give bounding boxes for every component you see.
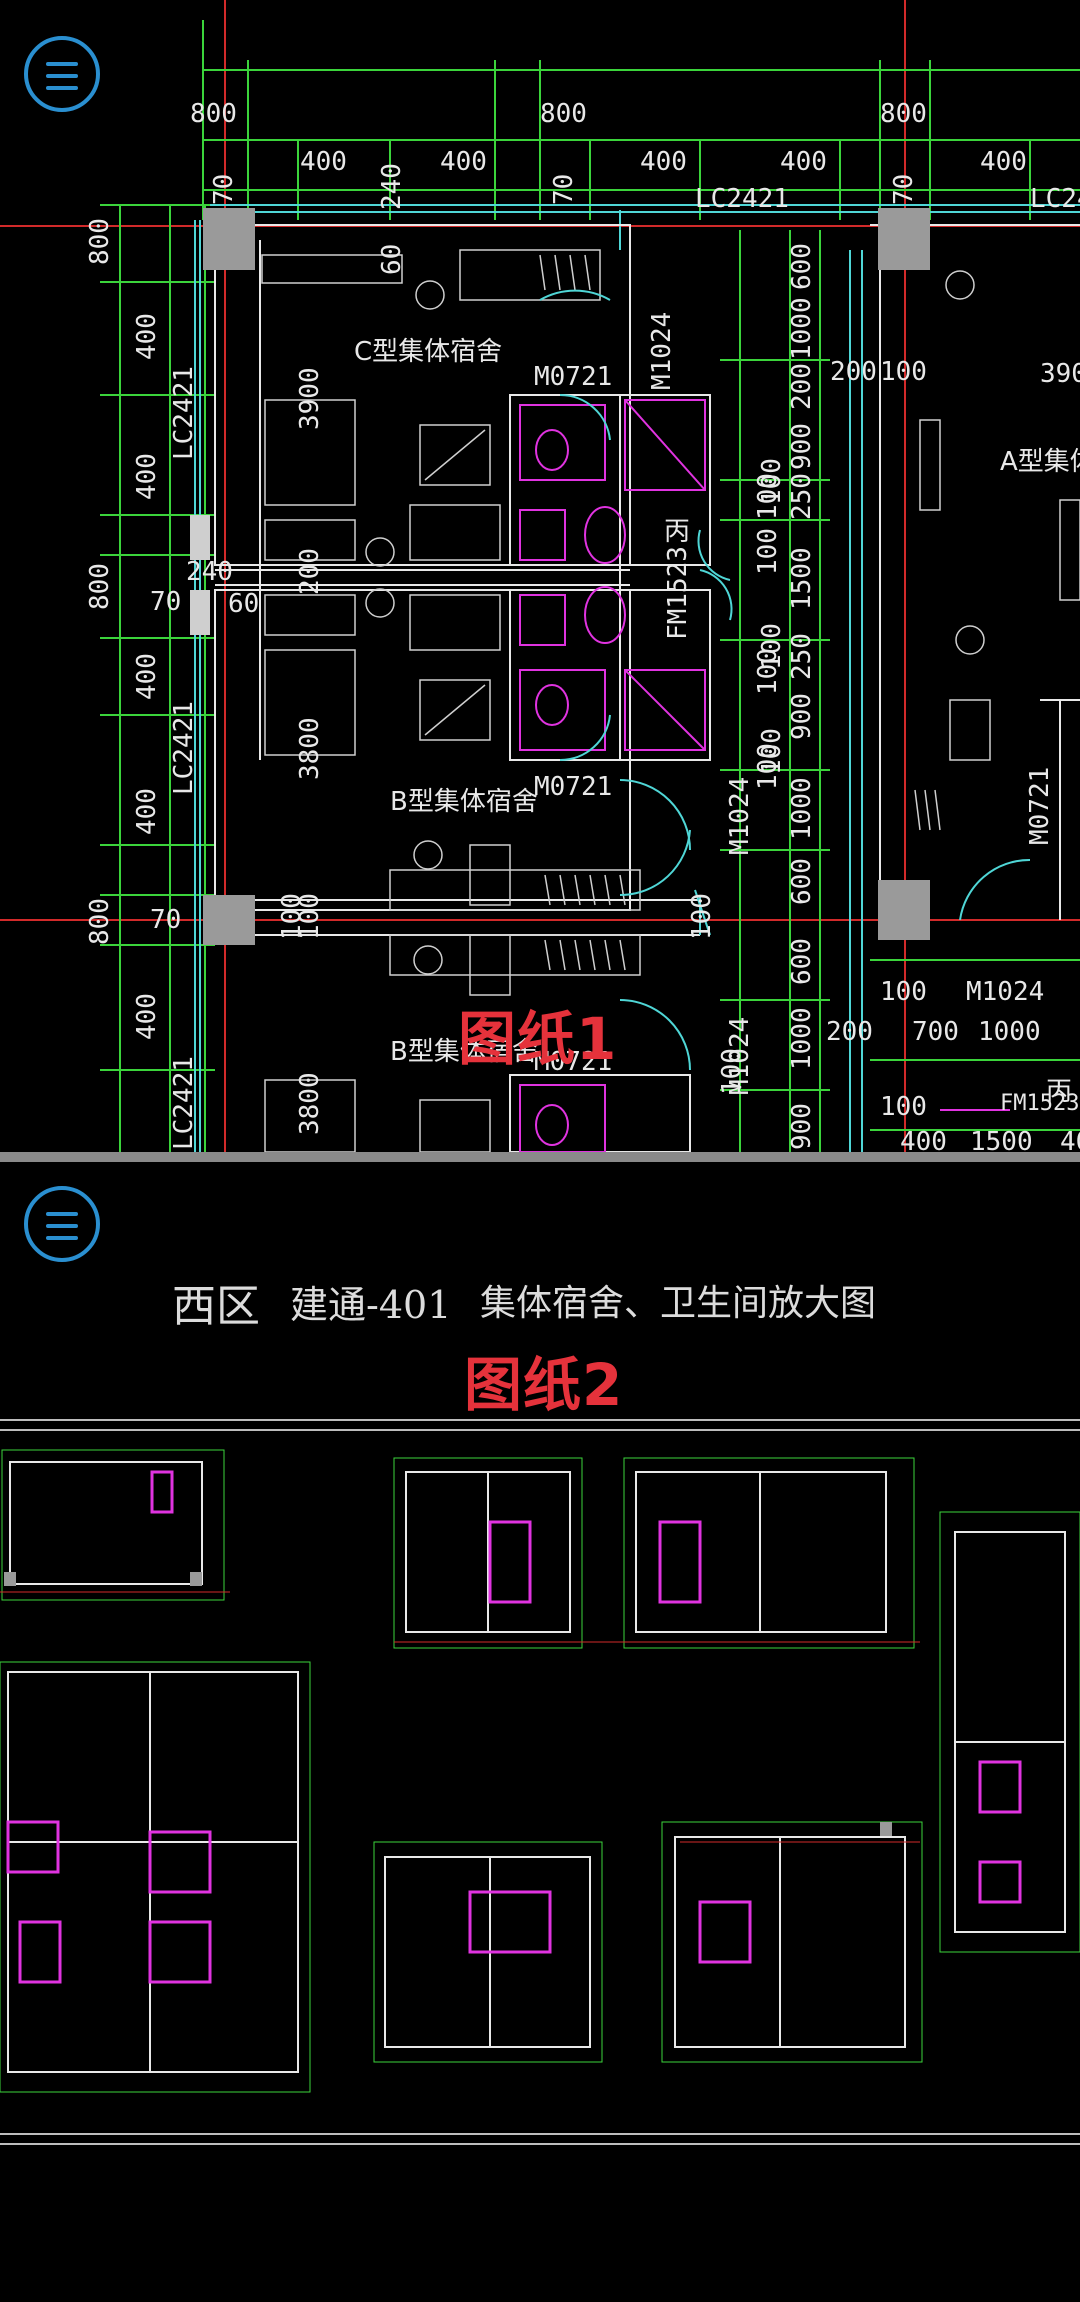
- dim-left-3: 400: [132, 453, 162, 500]
- room-label-a: A型集体: [1000, 447, 1080, 477]
- dim-second-1: 400: [300, 147, 347, 177]
- door-m1024-d: M1024: [966, 977, 1044, 1007]
- dim-small-5: 1000: [978, 1017, 1041, 1047]
- dim-right-8: 100: [757, 623, 787, 670]
- door-m1024-c: M1024: [725, 1017, 755, 1095]
- door-m0721-mid: M0721: [534, 772, 612, 802]
- dim-left-6: 400: [132, 788, 162, 835]
- dim-small-2: 100: [880, 357, 927, 387]
- dim-left-1: 800: [85, 218, 115, 265]
- door-lc2421-side-3: LC2421: [169, 1056, 199, 1150]
- cad-floor-plan: 800 800 800 400 400 400 400 400 LC2421 L…: [0, 0, 1080, 1152]
- dim-small-10: 40: [1060, 1127, 1080, 1152]
- watermark-drawing-1: 图纸1: [458, 1005, 618, 1073]
- dim-right-15: 1000: [787, 1007, 817, 1070]
- dim-left-7: 800: [85, 898, 115, 945]
- dim-small-8: 400: [900, 1127, 947, 1152]
- dim-wc-5: 100: [687, 893, 717, 940]
- dim-wc-1: 100: [753, 473, 783, 520]
- door-m0721-top: M0721: [534, 362, 612, 392]
- room-label-b2: B型集体宿舍: [390, 1037, 538, 1067]
- dim-left-5: 400: [132, 653, 162, 700]
- dim-right-7: 1500: [787, 547, 817, 610]
- door-m1024-a: M1024: [647, 312, 677, 390]
- dim-left-4: 800: [85, 563, 115, 610]
- dim-third-1: 70: [209, 174, 239, 205]
- door-m0721-right: M0721: [1025, 767, 1055, 845]
- drawing-panel-1[interactable]: 800 800 800 400 400 400 400 400 LC2421 L…: [0, 0, 1080, 1152]
- dim-room-4: 3800: [295, 717, 325, 780]
- drawing-panel-2[interactable]: 西区 建通-401 集体宿舍、卫生间放大图 图纸2: [0, 1162, 1080, 2302]
- dim-top-1: 800: [190, 99, 237, 129]
- panel-divider: [0, 1152, 1080, 1162]
- header-title: 集体宿舍、卫生间放大图: [480, 1283, 877, 1324]
- room-label-c: C型集体宿舍: [354, 337, 502, 367]
- dim-right-10: 900: [787, 693, 817, 740]
- dim-left-small-2: 70: [150, 587, 181, 617]
- dim-wc-4: 100: [753, 743, 783, 790]
- watermark-drawing-2: 图纸2: [464, 1351, 624, 1419]
- dim-room-390: 390: [1040, 359, 1080, 389]
- door-fm1523-b: FM1523: [1000, 1091, 1079, 1116]
- dim-small-4: 700: [912, 1017, 959, 1047]
- dim-right-11: 100: [757, 728, 787, 775]
- dim-room-6: 100: [295, 893, 325, 940]
- menu-button-2[interactable]: [24, 1186, 100, 1262]
- dim-third-3: 70: [549, 174, 579, 205]
- dim-left-2: 400: [132, 313, 162, 360]
- door-m1024-b: M1024: [725, 777, 755, 855]
- dim-room-7: 100: [277, 893, 307, 940]
- dim-top-2: 800: [540, 99, 587, 129]
- header-district: 西区: [172, 1281, 260, 1332]
- dim-second-5: 400: [980, 147, 1027, 177]
- dim-right-14: 600: [787, 938, 817, 985]
- cad-sheet-overview: [0, 1419, 1080, 2145]
- header-code: 建通-401: [290, 1283, 452, 1327]
- dim-wc-2: 100: [753, 528, 783, 575]
- room-label-b1: B型集体宿舍: [390, 787, 538, 817]
- dim-second-4: 400: [780, 147, 827, 177]
- dim-room-5: 3800: [295, 1072, 325, 1135]
- door-lc2421-side-1: LC2421: [169, 366, 199, 460]
- dim-right-5: 100: [757, 458, 787, 505]
- dim-right-17: 900: [787, 1103, 817, 1150]
- door-bing-2: 丙: [1046, 1077, 1072, 1107]
- dim-left-8: 400: [132, 993, 162, 1040]
- dim-right-3: 200: [787, 363, 817, 410]
- dim-left-small-4: 60: [228, 589, 259, 619]
- door-fm1523-a: FM1523: [663, 546, 693, 640]
- dim-room-2: 3900: [295, 367, 325, 430]
- dim-second-2: 400: [440, 147, 487, 177]
- dim-third-4: 70: [889, 174, 919, 205]
- dim-room-1: 60: [377, 244, 407, 275]
- door-bing-1: 丙: [664, 517, 690, 547]
- dim-right-12: 1000: [787, 777, 817, 840]
- dim-room-3: 200: [295, 548, 325, 595]
- dim-right-4: 900: [787, 423, 817, 470]
- dim-right-9: 250: [787, 633, 817, 680]
- dim-small-7: 100: [880, 1092, 927, 1122]
- dim-small-1: 200: [830, 357, 877, 387]
- door-lc2421-side-2: LC2421: [169, 701, 199, 795]
- dim-right-16: 100: [717, 1048, 747, 1095]
- dim-wc-3: 100: [753, 648, 783, 695]
- door-lc2421-top-right: LC24: [1030, 184, 1080, 214]
- door-m0721-bot: M0721: [534, 1047, 612, 1077]
- dim-right-6: 250: [787, 473, 817, 520]
- dim-small-6: 200: [826, 1017, 873, 1047]
- dim-right-2: 1000: [787, 297, 817, 360]
- dim-left-small-1: 70: [150, 905, 181, 935]
- dim-right-13: 600: [787, 858, 817, 905]
- dim-small-9: 1500: [970, 1127, 1033, 1152]
- dim-third-2: 240: [377, 163, 407, 210]
- door-lc2421-top: LC2421: [695, 184, 789, 214]
- menu-button[interactable]: [24, 36, 100, 112]
- dim-second-3: 400: [640, 147, 687, 177]
- dim-top-3: 800: [880, 99, 927, 129]
- dim-small-3: 100: [880, 977, 927, 1007]
- dim-right-1: 600: [787, 243, 817, 290]
- dim-left-small-3: 240: [186, 557, 233, 587]
